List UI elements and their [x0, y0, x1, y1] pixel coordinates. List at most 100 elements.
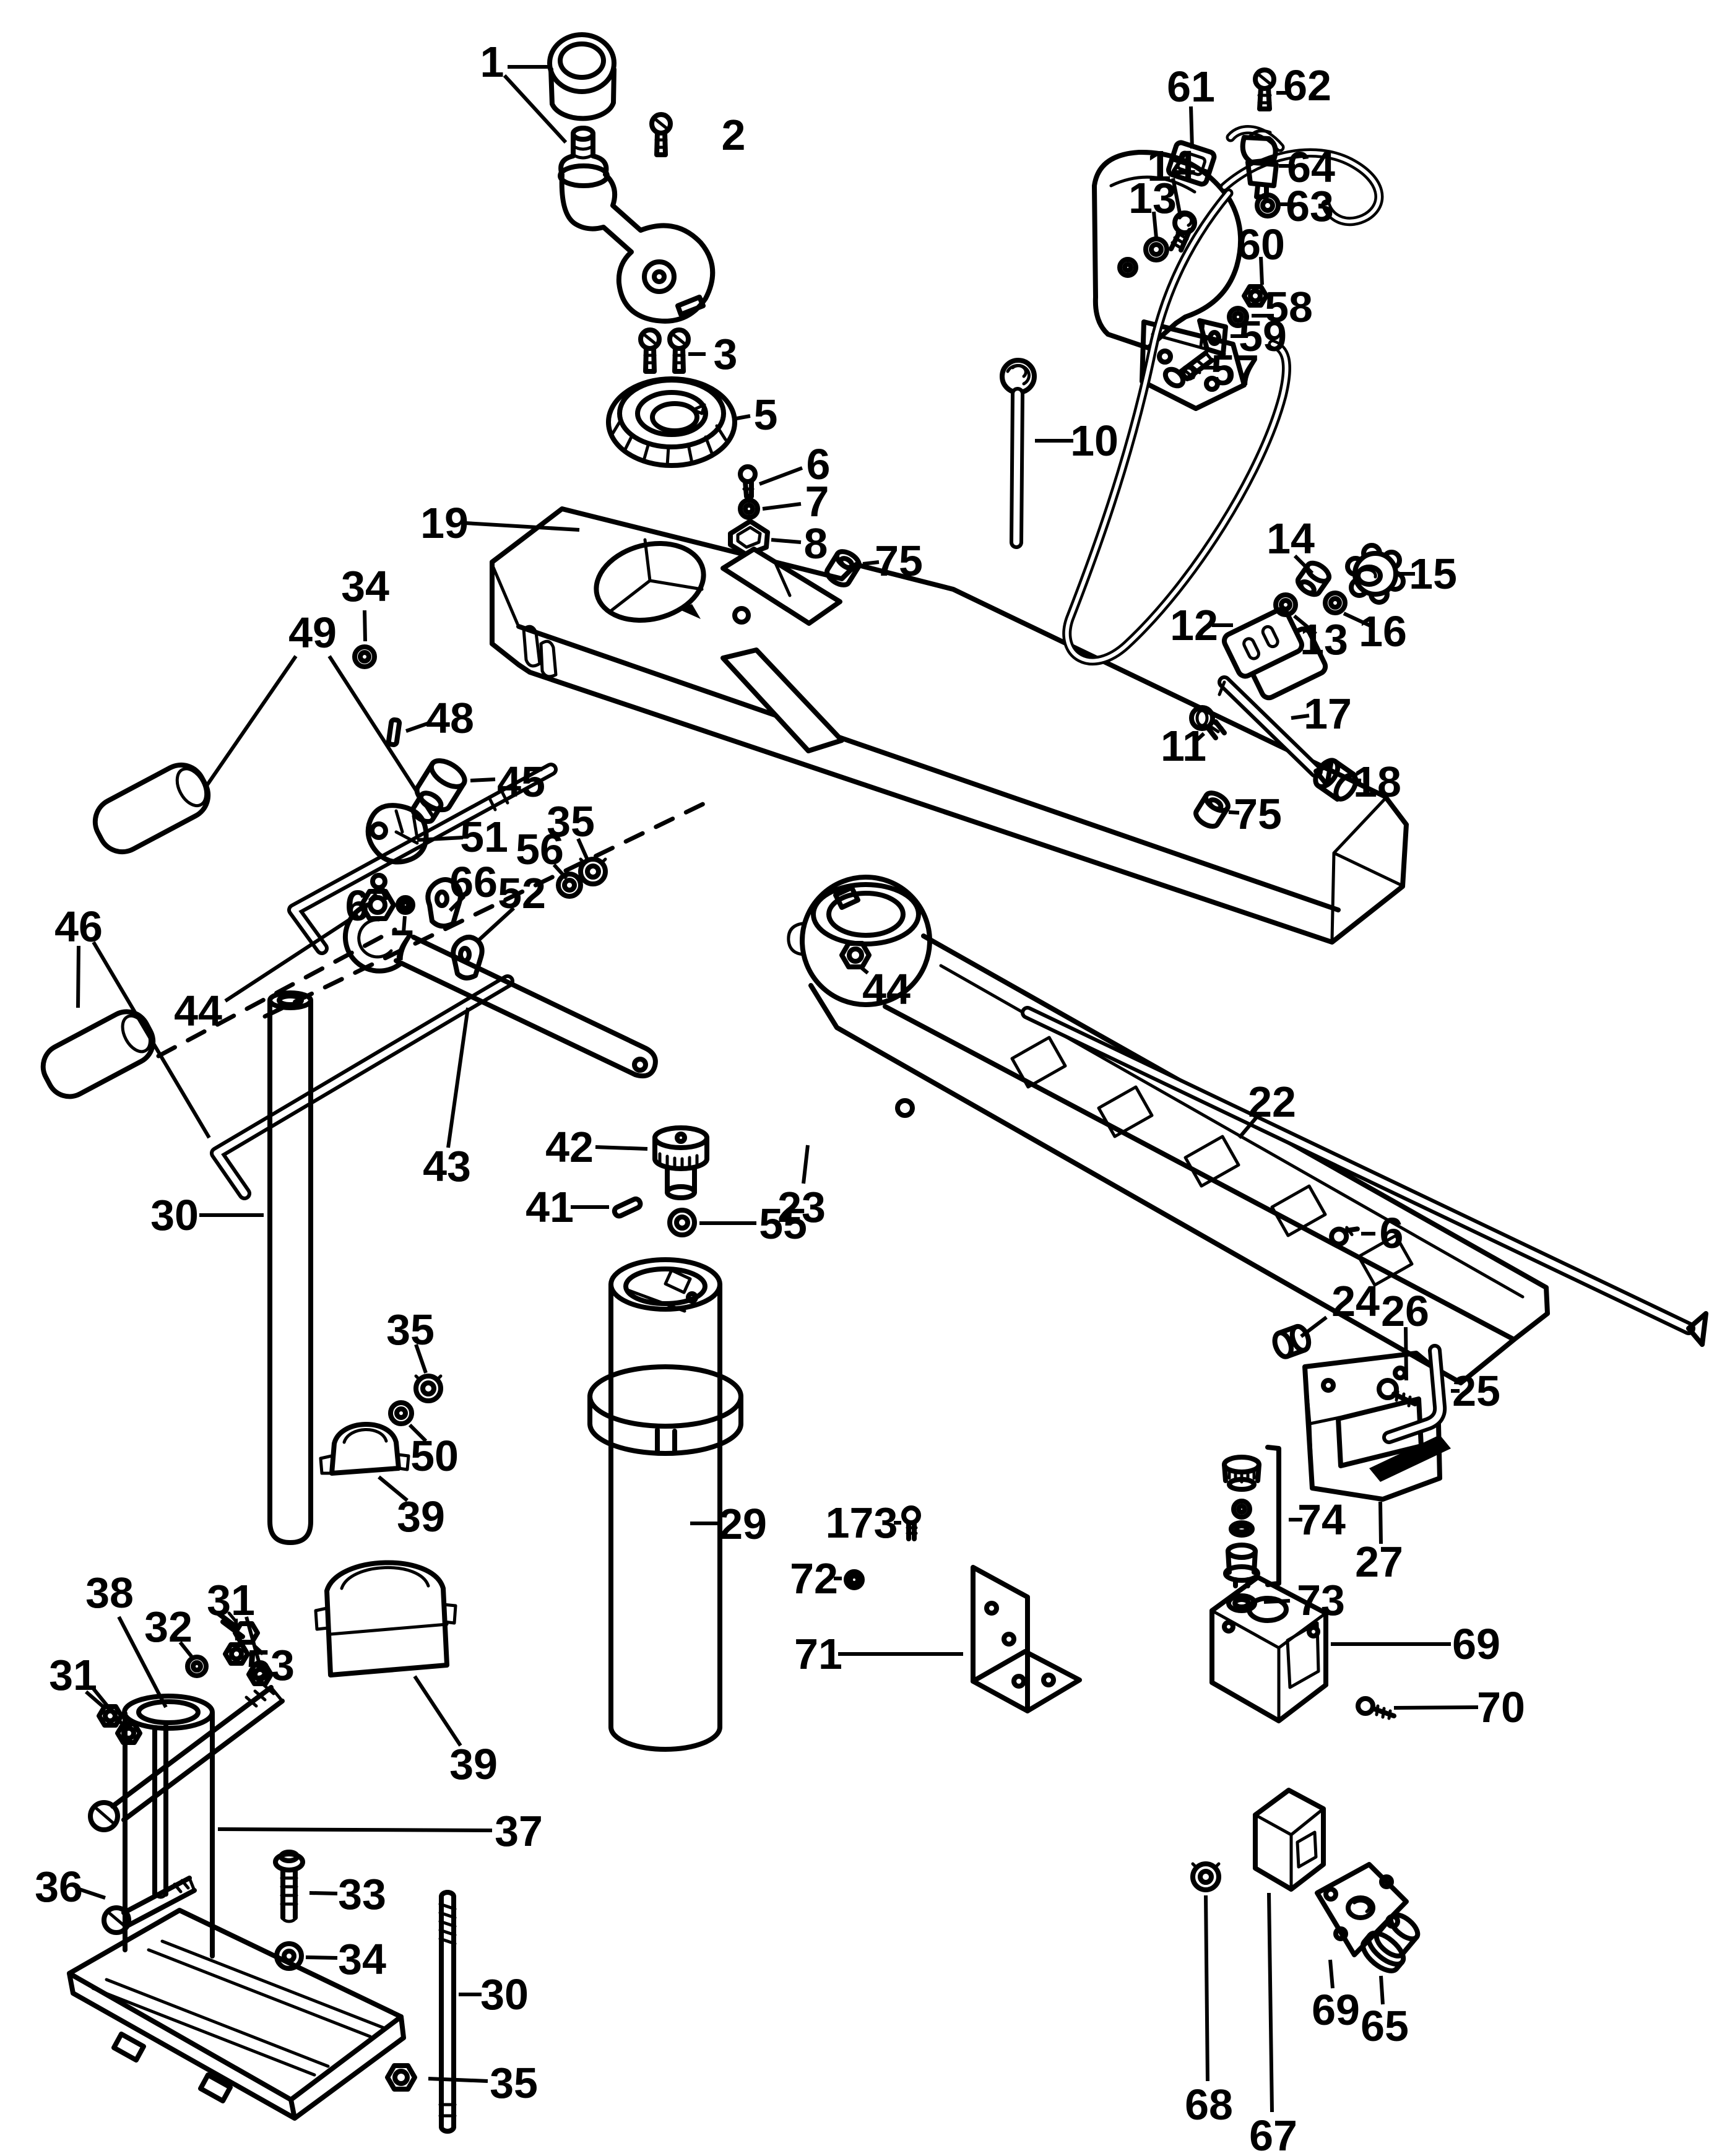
part-69-switch-box	[1209, 1575, 1328, 1723]
callout-leader-44	[859, 965, 869, 975]
callout-35: 35	[547, 797, 595, 846]
callout-57: 57	[1211, 346, 1259, 394]
part-55-washer	[667, 1208, 697, 1237]
callout-leader-42	[595, 1145, 648, 1151]
callout-leader-46	[76, 945, 80, 1008]
callout-75: 75	[875, 537, 923, 585]
callout-50: 50	[410, 1432, 459, 1480]
callout-leader-45	[470, 777, 496, 782]
callout-leader-32	[178, 1641, 194, 1659]
callout-leader-11	[1195, 732, 1206, 742]
part-25-hex-key	[1382, 1344, 1447, 1444]
part-72-nut	[844, 1569, 865, 1590]
callout-leader-49	[327, 655, 435, 818]
part-1-knob-cap	[547, 32, 617, 121]
part-48-pin	[386, 717, 402, 747]
callout-leader-56	[552, 863, 568, 880]
callout-62: 62	[1283, 61, 1331, 110]
callout-leader-13	[1152, 211, 1158, 238]
callout-leader-16	[1343, 612, 1372, 628]
callout-71: 71	[794, 1630, 842, 1678]
part-50-washer	[388, 1400, 414, 1426]
part-46-handle-sleeve	[40, 1009, 156, 1099]
part-75-bushing-mid	[1193, 790, 1231, 829]
callout-69: 69	[1452, 1620, 1500, 1668]
callout-61: 61	[1167, 63, 1215, 111]
part-51-knob	[365, 803, 429, 865]
callout-13: 13	[1300, 615, 1348, 664]
part-8-square-nut	[728, 519, 770, 557]
part-35-nut-bottom	[385, 2063, 417, 2092]
callout-leader-27	[1378, 1501, 1383, 1544]
part-46-hex-key	[210, 974, 514, 1200]
part-43-wrench	[342, 903, 658, 1079]
callout-73: 73	[1297, 1576, 1345, 1624]
part-22-rail	[1021, 1006, 1708, 1347]
callout-leader-37	[217, 1827, 493, 1832]
callout-63: 63	[1286, 182, 1334, 230]
callout-leader-44	[224, 912, 359, 1003]
callout-10: 10	[1070, 417, 1118, 465]
callout-14: 14	[1266, 514, 1315, 563]
callout-56: 56	[516, 825, 564, 873]
callout-leader-14	[1171, 178, 1182, 214]
callout-29: 29	[719, 1500, 767, 1548]
callout-8: 8	[804, 519, 828, 568]
part-32-washer	[185, 1655, 209, 1678]
callout-leader-73	[1263, 1599, 1291, 1604]
part-18-cap	[1313, 758, 1359, 802]
callout-leader-6	[368, 892, 378, 903]
callout-26: 26	[1381, 1287, 1429, 1335]
part-35-nut-left	[413, 1374, 443, 1403]
callout-6: 6	[345, 881, 370, 930]
callout-leader-23	[802, 1145, 810, 1184]
callout-17: 17	[1304, 690, 1352, 738]
callout-leader-7	[402, 916, 407, 933]
part-14-bolt-top	[1169, 210, 1197, 253]
callout-leader-34	[305, 1955, 338, 1960]
callout-43: 43	[423, 1142, 471, 1190]
part-58-washer	[1227, 306, 1249, 328]
callout-15: 15	[1409, 550, 1457, 598]
callout-leader-69	[1328, 1959, 1335, 1989]
callout-leader-52	[475, 906, 516, 943]
callout-173: 173	[826, 1499, 898, 1547]
callout-49: 49	[288, 608, 337, 657]
part-11-screw	[1189, 705, 1227, 740]
part-39-clamp-upper	[319, 1422, 410, 1476]
callout-31: 31	[207, 1576, 255, 1624]
part-7-washer	[738, 498, 760, 520]
callout-leader-31	[244, 1616, 261, 1662]
part-39-clamp-lower	[314, 1560, 457, 1678]
callout-44: 44	[174, 987, 222, 1035]
part-3-screws	[638, 327, 691, 374]
callout-69: 69	[1312, 1986, 1360, 2034]
callout-67: 67	[1249, 2111, 1297, 2156]
callout-leader-6	[758, 466, 803, 486]
callout-32: 32	[144, 1603, 193, 1651]
part-29-column-sleeve	[587, 1257, 743, 1752]
callout-leader-35	[576, 838, 590, 862]
callout-3: 3	[714, 330, 738, 378]
part-56-washer	[556, 872, 583, 899]
callout-leader-36	[79, 1887, 106, 1900]
callout-leader-70	[1393, 1705, 1479, 1710]
callout-7: 7	[805, 477, 829, 526]
axis-dash-2	[262, 799, 712, 1019]
part-74-valve-stack	[1222, 1445, 1281, 1588]
callout-13: 13	[1128, 174, 1177, 222]
callout-leader-33	[309, 1891, 338, 1895]
callout-leader-46	[92, 941, 211, 1139]
part-59-bracket	[1197, 318, 1228, 357]
callout-leader-65	[1379, 1975, 1385, 2005]
part-38-bolt	[88, 1683, 285, 1832]
callout-16: 16	[1359, 607, 1407, 656]
callout-leader-38	[117, 1616, 168, 1708]
part-65-plug	[1361, 1912, 1421, 1973]
callout-leader-35	[414, 1344, 428, 1374]
part-36-bolt	[102, 1876, 197, 1935]
callout-leader-31	[85, 1690, 106, 1710]
callout-leader-61	[1189, 106, 1194, 149]
callout-75: 75	[1234, 790, 1282, 838]
